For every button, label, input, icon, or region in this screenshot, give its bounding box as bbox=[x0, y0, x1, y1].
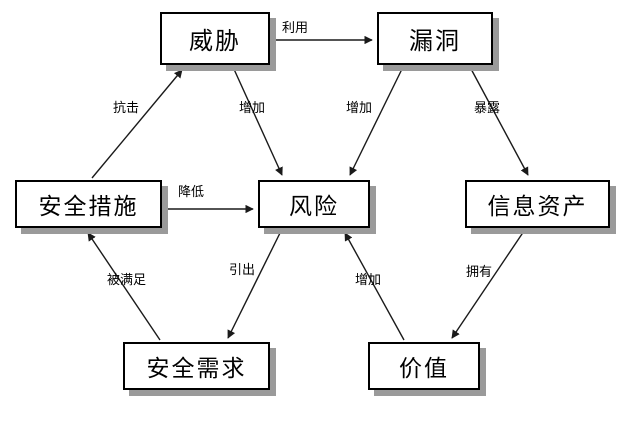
edge-label-exploit: 利用 bbox=[282, 21, 309, 36]
edge-label-satisfied: 被满足 bbox=[107, 273, 147, 288]
node-value[interactable]: 价值 bbox=[368, 342, 480, 390]
edge-line-derive bbox=[227, 230, 282, 339]
edge-label-increase-threat-risk: 增加 bbox=[239, 101, 266, 116]
edge-line-counter bbox=[91, 69, 183, 179]
node-vulnerability[interactable]: 漏洞 bbox=[377, 12, 493, 65]
node-information-asset[interactable]: 信息资产 bbox=[465, 180, 610, 228]
node-threat[interactable]: 威胁 bbox=[160, 12, 270, 65]
edge-label-derive: 引出 bbox=[229, 263, 256, 278]
edge-line-expose bbox=[469, 66, 529, 176]
edge-line-own bbox=[451, 230, 525, 339]
edge-label-own: 拥有 bbox=[466, 265, 493, 280]
edge-label-reduce: 降低 bbox=[178, 185, 205, 200]
edge-line-increase2 bbox=[349, 66, 404, 176]
edge-label-increase-value-risk: 增加 bbox=[355, 273, 382, 288]
edge-line-satisfied bbox=[87, 232, 161, 341]
edge-label-counter: 抗击 bbox=[113, 101, 140, 116]
node-risk[interactable]: 风险 bbox=[258, 180, 370, 228]
edge-line-increase1 bbox=[232, 66, 283, 176]
edge-label-increase-vuln-risk: 增加 bbox=[346, 101, 373, 116]
node-security-measure[interactable]: 安全措施 bbox=[15, 180, 162, 228]
edge-line-increase3 bbox=[344, 232, 405, 341]
edge-label-expose: 暴露 bbox=[474, 101, 501, 116]
node-security-requirement[interactable]: 安全需求 bbox=[123, 342, 270, 390]
